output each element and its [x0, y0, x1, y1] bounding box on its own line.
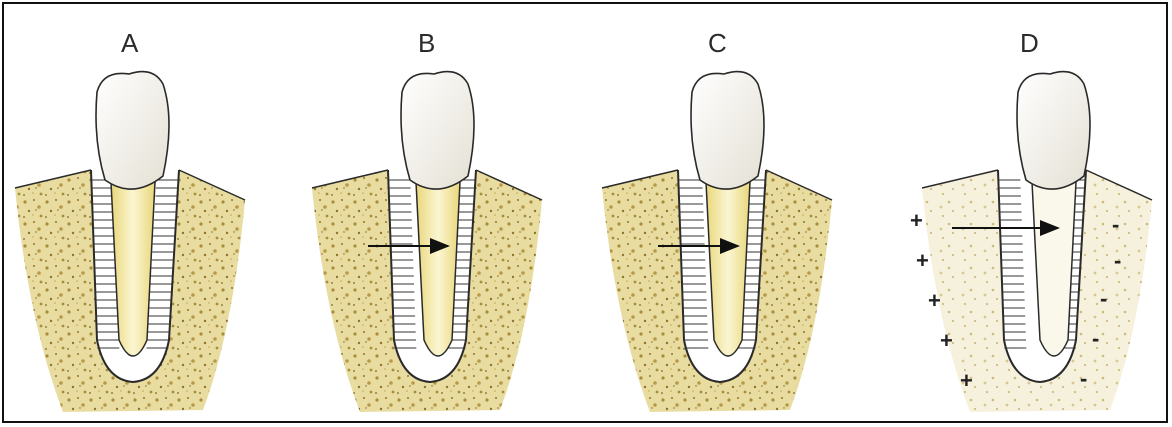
positive-charge: + [940, 328, 953, 353]
negative-charge: - [1092, 326, 1099, 351]
tooth-crown [401, 72, 474, 190]
panel-label: A [121, 28, 139, 58]
positive-charge: + [916, 248, 929, 273]
negative-charge: - [1080, 366, 1087, 391]
positive-charge: + [960, 368, 973, 393]
tooth-crown [96, 72, 169, 190]
tooth-crown [691, 72, 764, 190]
panel-d: D+++++----- [910, 28, 1152, 412]
panel-a: A [15, 28, 245, 412]
positive-charge: + [910, 208, 923, 233]
panel-c: C [602, 28, 832, 412]
positive-charge: + [928, 288, 941, 313]
negative-charge: - [1100, 286, 1107, 311]
tooth-crown [1017, 72, 1090, 190]
panel-label: D [1020, 28, 1039, 58]
negative-charge: - [1114, 248, 1121, 273]
panel-b: B [312, 28, 542, 412]
panel-label: C [708, 28, 727, 58]
negative-charge: - [1112, 212, 1119, 237]
panel-label: B [418, 28, 435, 58]
